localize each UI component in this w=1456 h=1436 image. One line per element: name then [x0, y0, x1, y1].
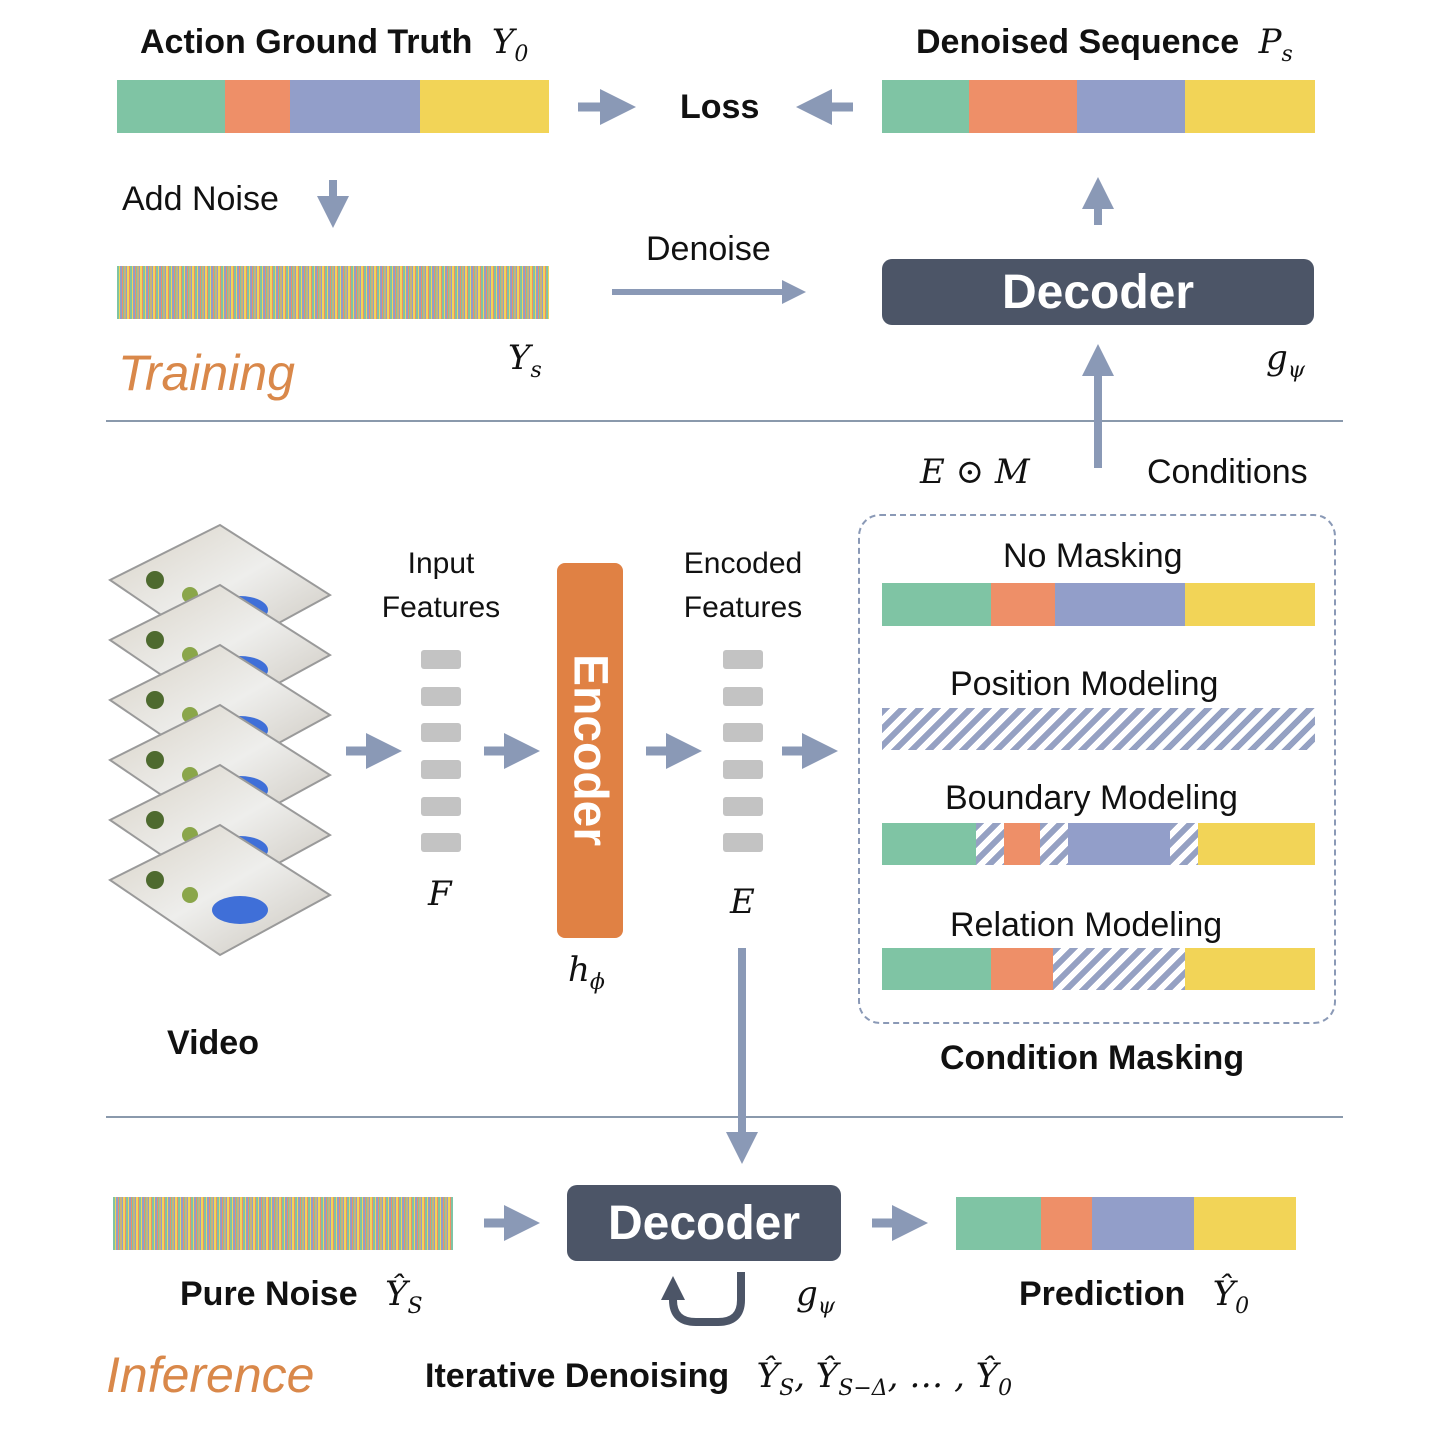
nm-seg-yellow: [1185, 583, 1315, 626]
condition-masking-title: Condition Masking: [940, 1039, 1245, 1077]
pr-seg-orange: [1041, 1197, 1092, 1250]
rm-seg-orange: [991, 948, 1053, 990]
conditions-formula: E ⊙ M: [920, 452, 1030, 492]
noisy-sequence-bar: [117, 266, 549, 319]
relation-modeling-bar: [882, 948, 1315, 990]
video-frames-stack: [108, 523, 332, 957]
denoised-bar: [882, 80, 1315, 133]
iterative-loop-arrow: [661, 1272, 745, 1326]
bm-seg-masked: [1170, 823, 1198, 865]
input-feature-cell: [421, 797, 461, 816]
encoded-feature-cell: [723, 760, 763, 779]
nm-seg-blue: [1055, 583, 1185, 626]
encoded-feature-cell: [723, 687, 763, 706]
training-decoder-label: Decoder: [1001, 265, 1195, 319]
bm-seg-masked: [976, 823, 1004, 865]
input-symbol: F: [428, 874, 452, 914]
bm-seg-orange: [1004, 823, 1040, 865]
encoded-symbol: E: [730, 882, 755, 922]
condition-masking-box: [858, 514, 1336, 1024]
input-feature-cell: [421, 833, 461, 852]
masking-option-no-masking: No Masking: [1003, 537, 1183, 575]
denoised-title: Denoised Sequence Ps: [916, 22, 1293, 67]
encoder-symbol: hϕ: [568, 950, 605, 995]
encoded-feature-cell: [723, 650, 763, 669]
ds-seg-yellow: [1185, 80, 1315, 133]
pr-seg-blue: [1092, 1197, 1194, 1250]
input-feature-cell: [421, 760, 461, 779]
bm-seg-masked: [1040, 823, 1068, 865]
rm-seg-masked: [1053, 948, 1185, 990]
inference-decoder-symbol: gψ: [796, 1274, 836, 1319]
noisy-symbol: Ys: [508, 338, 542, 383]
encoded-feature-cell: [723, 797, 763, 816]
nm-seg-orange: [991, 583, 1055, 626]
training-divider: [106, 420, 1343, 422]
add-noise-label: Add Noise: [122, 180, 279, 218]
ground-truth-bar: [117, 80, 549, 133]
boundary-modeling-bar: [882, 823, 1315, 865]
ds-seg-orange: [969, 80, 1077, 133]
encoded-features-label: Encoded Features: [683, 547, 803, 624]
inference-section-label: Inference: [106, 1347, 315, 1403]
encoder-block: Encoder: [557, 563, 623, 938]
input-features-label: Input Features: [381, 547, 501, 624]
pure-noise-bar: [113, 1197, 453, 1250]
encoded-feature-cell: [723, 723, 763, 742]
pr-seg-green: [956, 1197, 1041, 1250]
prediction-bar: [956, 1197, 1296, 1250]
gt-seg-blue: [290, 80, 420, 133]
ds-seg-blue: [1077, 80, 1185, 133]
masking-option-boundary: Boundary Modeling: [945, 779, 1238, 817]
conditions-label: Conditions: [1147, 453, 1308, 491]
prediction-label: Prediction Ŷ0: [1019, 1274, 1250, 1319]
gt-seg-yellow: [420, 80, 549, 133]
position-modeling-bar: [882, 708, 1315, 750]
training-section-label: Training: [118, 345, 295, 401]
encoded-feature-cell: [723, 833, 763, 852]
gt-title: Action Ground Truth Y0: [140, 22, 529, 67]
loss-label: Loss: [680, 88, 760, 126]
iterative-denoising-label: Iterative Denoising ŶS, ŶS−Δ, … , Ŷ0: [425, 1356, 1013, 1401]
no-masking-bar: [882, 583, 1315, 626]
bm-seg-green: [882, 823, 976, 865]
masking-option-position: Position Modeling: [950, 665, 1219, 703]
gt-seg-orange: [225, 80, 290, 133]
input-feature-cell: [421, 723, 461, 742]
training-decoder-symbol: gψ: [1266, 338, 1306, 383]
inference-decoder-block: Decoder: [567, 1185, 841, 1261]
training-decoder-block: Decoder: [882, 259, 1314, 325]
input-feature-cell: [421, 650, 461, 669]
video-frame: [108, 823, 332, 957]
pr-seg-yellow: [1194, 1197, 1296, 1250]
pure-noise-label: Pure Noise ŶS: [180, 1274, 423, 1319]
gt-seg-green: [117, 80, 225, 133]
video-label: Video: [167, 1024, 259, 1062]
inference-decoder-label: Decoder: [607, 1196, 801, 1250]
inference-divider: [106, 1116, 1343, 1118]
input-feature-cell: [421, 687, 461, 706]
ds-seg-green: [882, 80, 969, 133]
nm-seg-green: [882, 583, 991, 626]
rm-seg-yellow: [1185, 948, 1315, 990]
masking-option-relation: Relation Modeling: [950, 906, 1223, 944]
rm-seg-green: [882, 948, 991, 990]
denoise-label: Denoise: [646, 230, 771, 268]
bm-seg-blue: [1068, 823, 1170, 865]
bm-seg-yellow: [1198, 823, 1315, 865]
